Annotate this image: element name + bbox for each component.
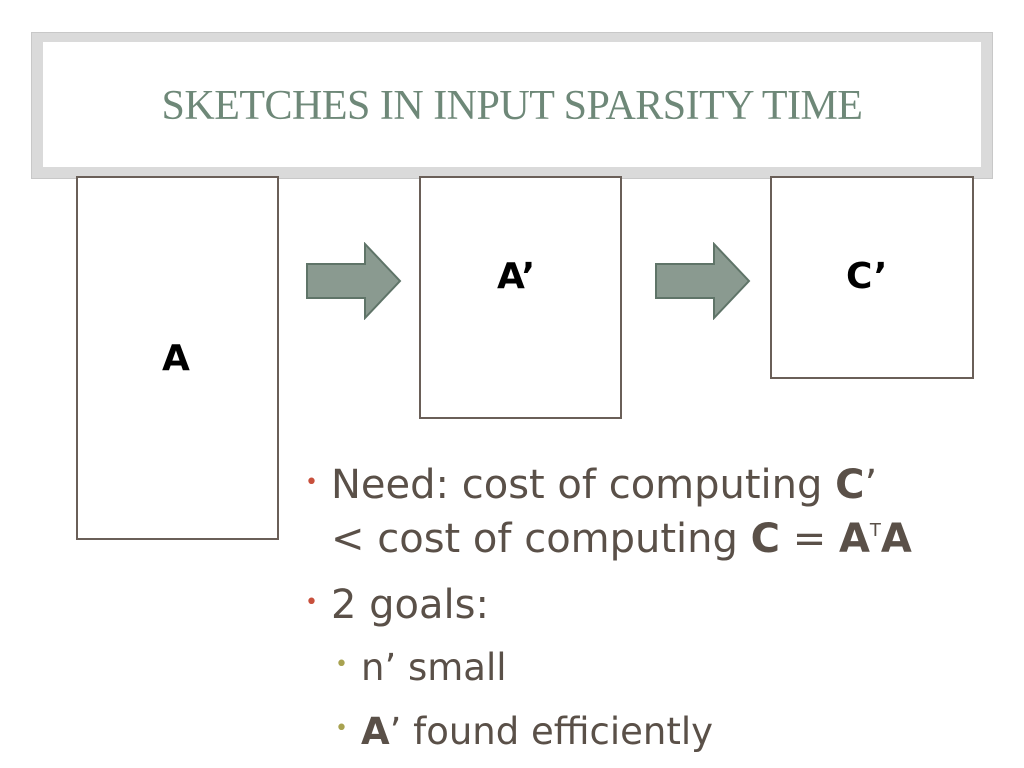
goal-item-bold: A: [361, 710, 390, 753]
right-arrow-icon: [306, 242, 402, 320]
need-prefix: Need: cost of computing: [331, 462, 836, 508]
goal-item-text: n’ small: [361, 646, 507, 689]
need-c: C: [750, 516, 780, 562]
bullet-goals: 2 goals:: [331, 582, 489, 628]
slide-title: SKETCHES IN INPUT SPARSITY TIME: [161, 83, 863, 129]
goal-item-text: ’ found efficiently: [389, 710, 714, 753]
need-transpose: T: [869, 520, 881, 541]
need-line2-prefix: < cost of computing: [331, 516, 751, 562]
need-a: A: [838, 516, 870, 562]
sub-bullet-dot-icon: •: [335, 652, 348, 677]
right-arrow-icon: [655, 242, 751, 320]
need-a2: A: [880, 516, 912, 562]
goal-item: n’ small: [361, 646, 507, 689]
matrix-a-prime-box: A’: [419, 176, 622, 419]
matrix-c-prime-label: C’: [846, 256, 888, 297]
sub-bullet-dot-icon: •: [335, 716, 348, 741]
matrix-a-prime-label: A’: [497, 256, 536, 297]
bullet-dot-icon: •: [305, 590, 318, 615]
need-equals: =: [780, 516, 839, 562]
title-banner: SKETCHES IN INPUT SPARSITY TIME: [31, 32, 993, 179]
need-c-prime: C: [835, 462, 865, 508]
matrix-c-prime-box: C’: [770, 176, 974, 379]
matrix-a-box: A: [76, 176, 279, 540]
title-banner-inner: SKETCHES IN INPUT SPARSITY TIME: [43, 42, 981, 167]
need-c-prime-suffix: ’: [864, 462, 878, 508]
bullet-need-line2: < cost of computing C = ATA: [331, 516, 912, 562]
bullet-need-line1: Need: cost of computing C’: [331, 462, 877, 508]
goal-item: A’ found efficiently: [361, 710, 713, 753]
bullet-dot-icon: •: [305, 470, 318, 495]
matrix-a-label: A: [162, 338, 190, 379]
